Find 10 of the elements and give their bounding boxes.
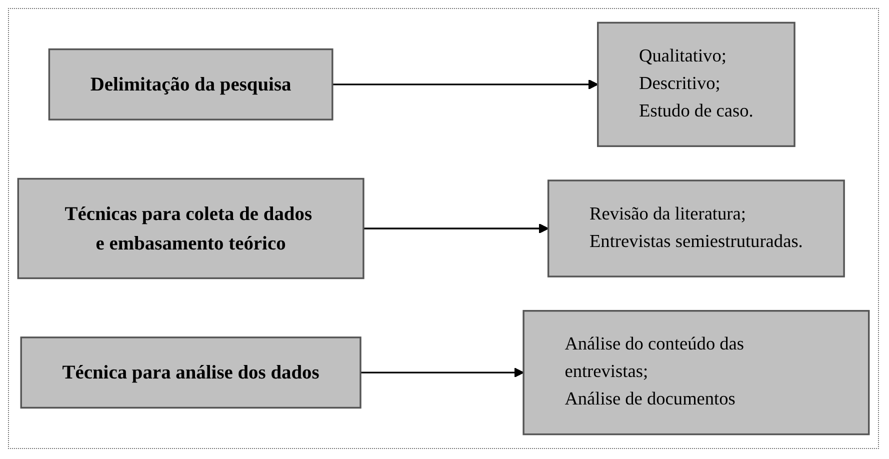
node-box — [48, 48, 334, 120]
node-box — [17, 178, 364, 280]
node-box — [597, 22, 796, 148]
node-box — [20, 336, 362, 409]
arrow — [360, 368, 524, 378]
node-box — [547, 180, 845, 278]
arrow — [363, 223, 549, 234]
diagram-frame: Delimitação da pesquisa Qualitativo; Descritivo; Estudo de caso. Técnicas para coleta de dados e embasamento teórico Revisão da literatura; Entrevistas semiestruturadas. Técnica para análise dos dados Análise do conteúdo das entrevistas; Análise de documentos — [8, 8, 879, 449]
arrow — [332, 79, 598, 90]
node-box — [522, 310, 870, 436]
